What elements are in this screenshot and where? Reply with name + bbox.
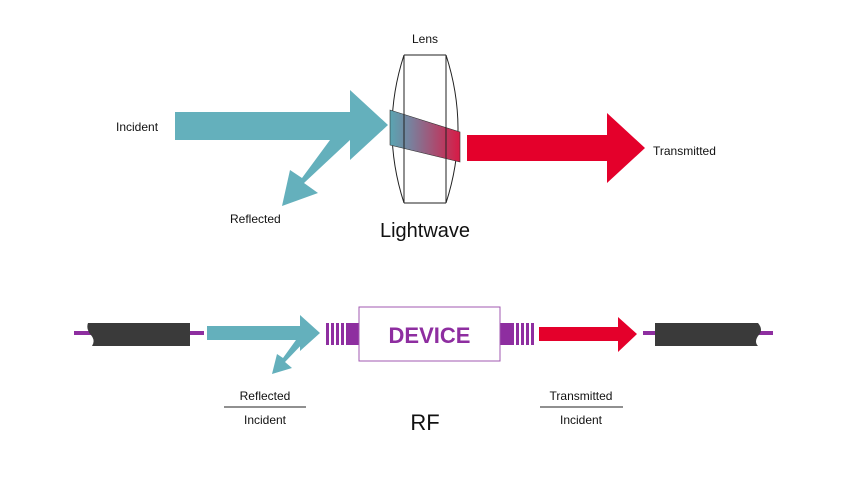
- device-label: DEVICE: [389, 323, 471, 348]
- left-connector: [326, 323, 360, 345]
- rf-incident-arrow: [207, 315, 320, 351]
- incident-arrow: [175, 90, 388, 160]
- reflection-numerator: Reflected: [240, 389, 291, 403]
- reflected-arrow: [282, 140, 350, 206]
- left-cable: [74, 323, 204, 346]
- transmission-numerator: Transmitted: [550, 389, 613, 403]
- reflection-denominator: Incident: [244, 413, 287, 427]
- right-cable: [643, 323, 773, 346]
- lens-label: Lens: [412, 32, 438, 46]
- right-connector: [500, 323, 534, 345]
- rf-section: DEVICE Reflected Incident Transmitted In…: [74, 306, 773, 435]
- transmission-denominator: Incident: [560, 413, 603, 427]
- transmission-ratio: Transmitted Incident: [540, 389, 623, 427]
- lightwave-title: Lightwave: [380, 220, 470, 242]
- rf-reflected-arrow: [272, 340, 306, 374]
- transmitted-arrow: [467, 113, 645, 183]
- lens: [389, 54, 461, 204]
- incident-label: Incident: [116, 120, 159, 134]
- rf-title: RF: [410, 410, 439, 435]
- lens-beam: [389, 109, 461, 163]
- transmitted-label: Transmitted: [653, 144, 716, 158]
- device-box: [358, 306, 501, 362]
- reflection-ratio: Reflected Incident: [224, 389, 306, 427]
- lightwave-section: Lens Incident Reflected Transmitted Ligh…: [116, 32, 716, 242]
- rf-transmitted-arrow: [539, 317, 637, 352]
- reflected-label: Reflected: [230, 212, 281, 226]
